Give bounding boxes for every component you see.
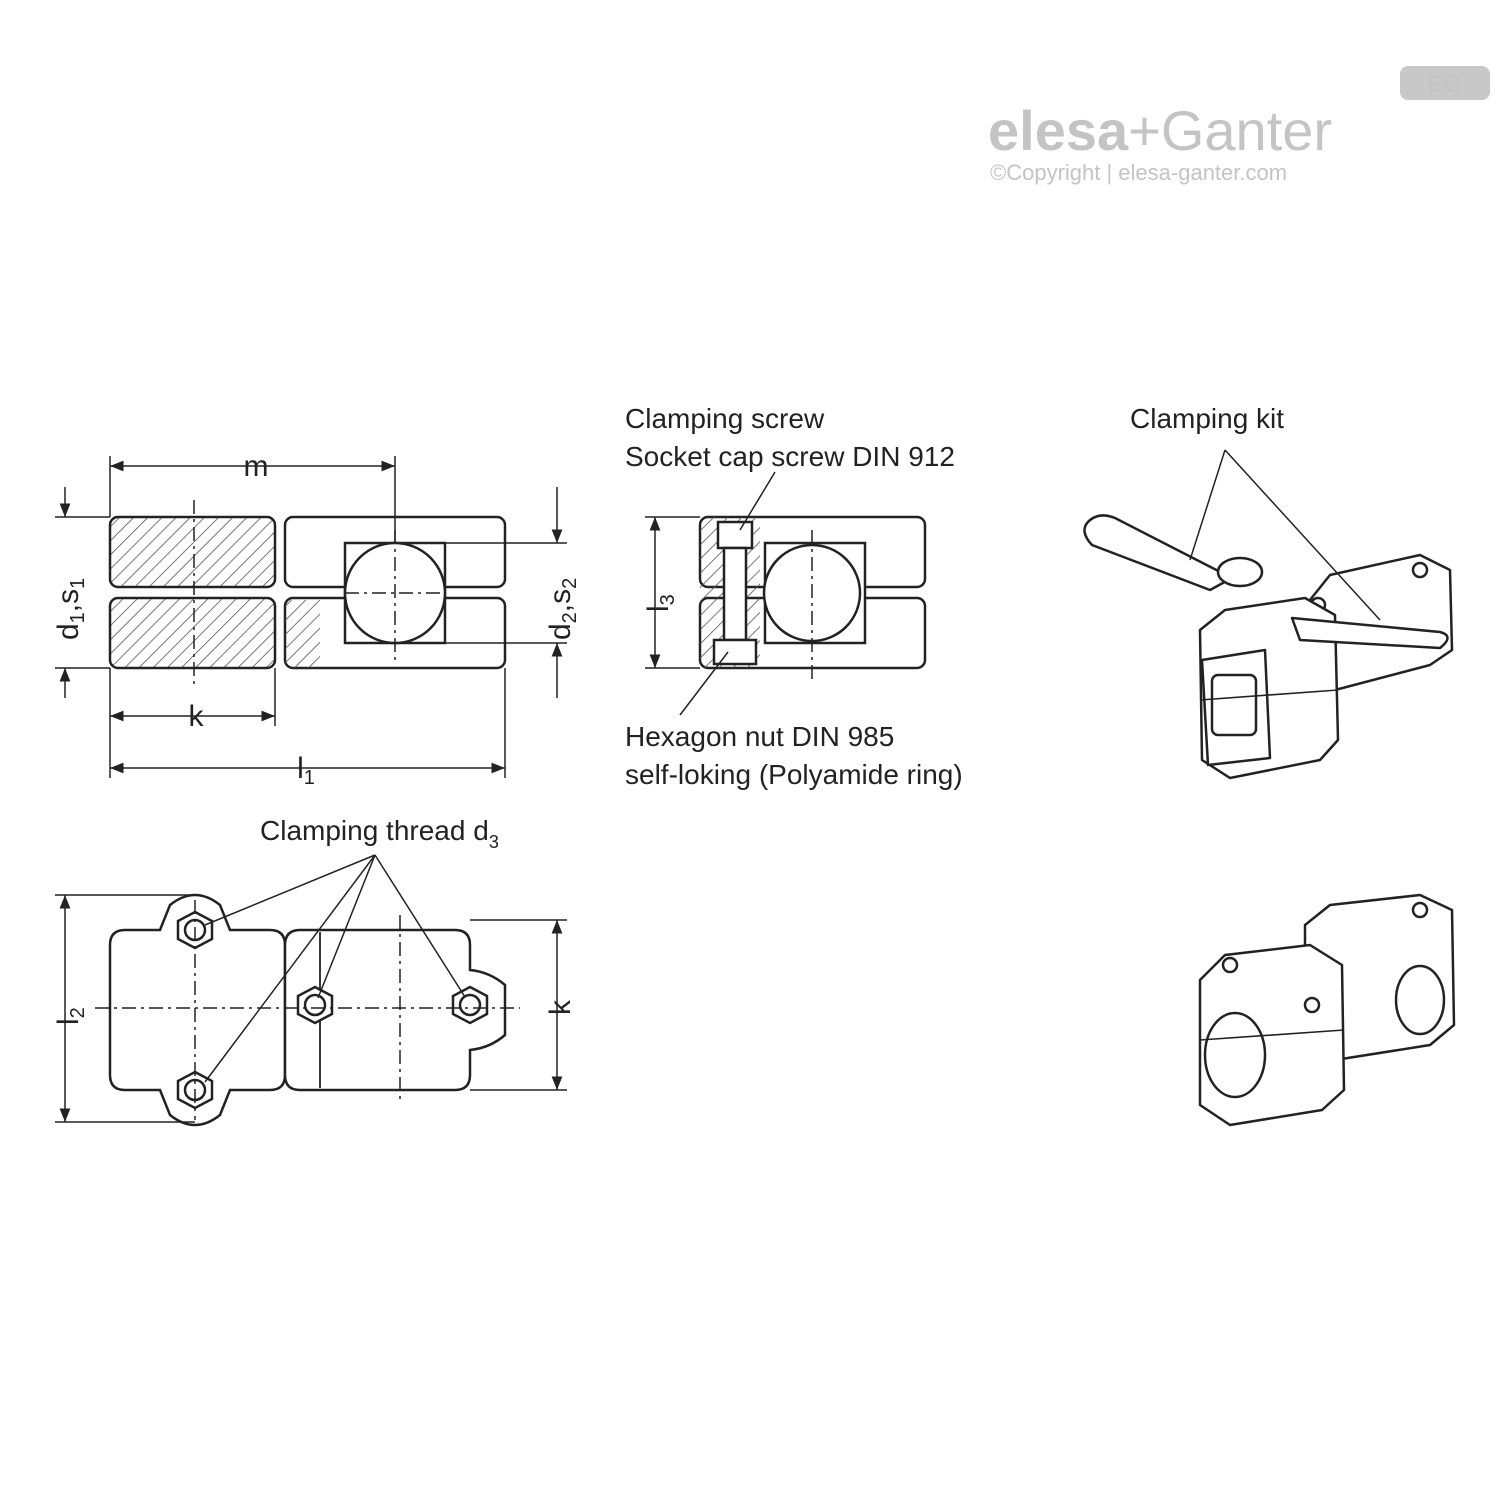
brand-badge-text: EG (1428, 71, 1463, 98)
dim-label-k-right: k (544, 999, 577, 1015)
dim-label-l1-sub: 1 (304, 767, 315, 789)
iso-clamp-front-bolt-1 (1221, 956, 1239, 974)
iso-clamp-front-bolt-2 (1303, 996, 1321, 1014)
iso-clamp-front-bore (1203, 1011, 1267, 1099)
leader-thread-2 (204, 854, 376, 1083)
brand-badge (1400, 66, 1490, 100)
left-block-lower (108, 596, 277, 670)
screw-shank (722, 546, 748, 642)
hex-nut (712, 638, 758, 666)
iso-clamp (1198, 893, 1456, 1127)
socket-screw-head (716, 520, 754, 550)
brand-name: elesa+Ganter (988, 99, 1332, 162)
leader-socket-screw (739, 471, 776, 531)
callout-socket-cap-screw: Socket cap screw DIN 912 (625, 441, 955, 472)
top-view-left-body (108, 893, 287, 1127)
leader-thread-1 (204, 854, 376, 926)
dim-label-l1-main: l (297, 752, 304, 785)
iso-kit-front-bore (1210, 673, 1258, 737)
iso-clamp-rear-bolt-1 (1411, 901, 1429, 919)
leader-thread-4 (374, 854, 466, 998)
top-view (55, 854, 567, 1127)
callout-clamping-screw: Clamping screw (625, 403, 825, 434)
dim-label-l1: l1 (297, 752, 315, 789)
top-view-right-body (283, 928, 507, 1092)
dim-label-k: k (189, 700, 205, 733)
front-section-view (55, 456, 567, 778)
leader-hex-nut (679, 651, 729, 716)
iso-kit-lever-left (1083, 514, 1234, 592)
brand-name-plus: + (1128, 99, 1161, 162)
dim-label-d1-s1: d1,s1 (52, 578, 89, 640)
iso-clamp-rear-bore (1394, 964, 1446, 1036)
brand-name-part2: Ganter (1161, 99, 1332, 162)
callout-clamping-thread: Clamping thread d3 (260, 815, 499, 852)
right-block-hatch-corner (285, 600, 320, 668)
hex-bolt-middle (296, 985, 334, 1025)
iso-kit-lever-right (1290, 616, 1449, 650)
callout-self-locking: self-loking (Polyamide ring) (625, 759, 963, 790)
hex-bolt-right (451, 985, 489, 1025)
dim-label-l2: l2 (52, 1007, 89, 1025)
iso-kit-lever-hub (1216, 556, 1264, 588)
screw-section-view (645, 471, 927, 716)
brand-name-part1: elesa (988, 99, 1129, 162)
iso-kit-rear-bolt-1 (1411, 561, 1429, 579)
brand-logo: EG elesa+Ganter ©Copyright | elesa-gante… (988, 66, 1490, 185)
iso-clamping-kit (1083, 449, 1454, 780)
callout-hexagon-nut: Hexagon nut DIN 985 (625, 721, 894, 752)
leader-thread-3 (317, 854, 376, 999)
dim-label-m: m (244, 450, 269, 483)
left-block-upper (108, 515, 277, 589)
copyright-text: ©Copyright | elesa-ganter.com (990, 160, 1287, 185)
iso-clamp-seam (1199, 1029, 1345, 1041)
callout-clamping-kit: Clamping kit (1130, 403, 1284, 434)
iso-kit-seam (1199, 689, 1339, 701)
leader-kit-2 (1224, 449, 1381, 621)
dim-label-d2-s2: d2,s2 (544, 578, 581, 640)
dim-label-l3: l3 (642, 594, 679, 612)
leader-kit-1 (1189, 449, 1226, 561)
